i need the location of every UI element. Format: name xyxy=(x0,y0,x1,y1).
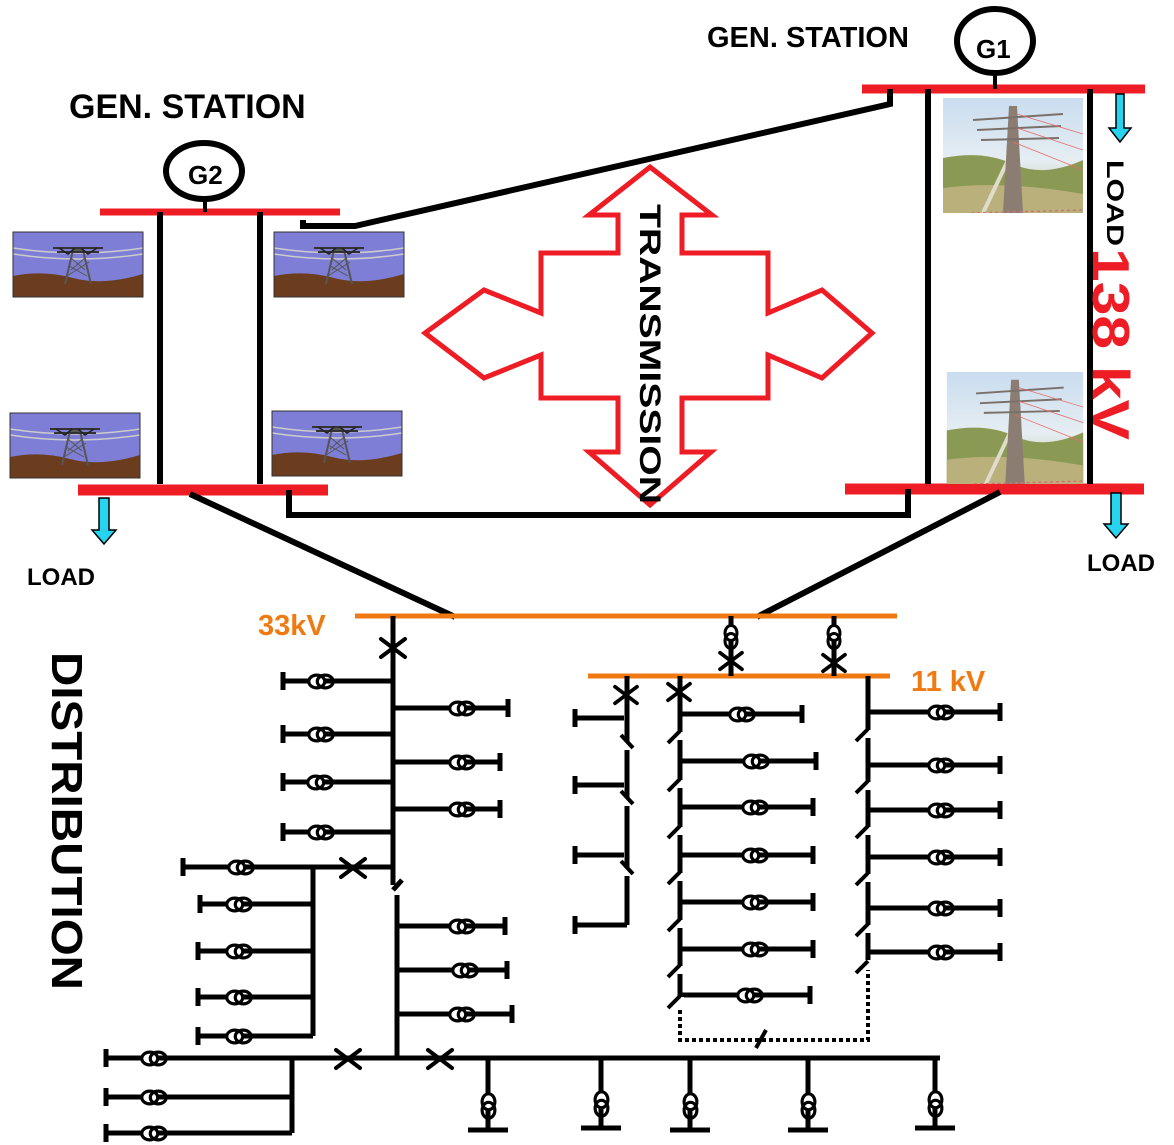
gen-station-left-label: GEN. STATION xyxy=(69,88,306,126)
bottom-drops xyxy=(468,1058,955,1133)
distribution-label: DISTRIBUTION xyxy=(42,652,91,990)
tower-picture-tl xyxy=(13,232,143,297)
feeder-left-to-33kv xyxy=(188,491,457,620)
load-left-label: LOAD xyxy=(27,564,95,591)
voltage-33kv-label: 33kV xyxy=(258,610,326,642)
laterals-33kv-left xyxy=(280,672,393,841)
laterals-33kv-right xyxy=(393,699,511,818)
generator-g1-icon xyxy=(954,6,1036,76)
transmission-cross-arrow-icon xyxy=(420,163,876,509)
tower-picture-bl-frame xyxy=(9,412,141,479)
tower-picture-br xyxy=(272,411,402,476)
voltage-138-label: 138 kV xyxy=(1081,248,1139,440)
voltage-11kv-label: 11 kV xyxy=(911,666,986,698)
tie-line-top xyxy=(300,89,893,229)
tower-picture-bl xyxy=(10,413,140,478)
tie-normally-open xyxy=(678,962,870,1042)
transmission-lines xyxy=(188,89,1002,620)
pole-picture-top xyxy=(943,98,1083,213)
load-right-bottom-label: LOAD xyxy=(1087,550,1155,577)
load-arrow-left-icon xyxy=(90,497,118,546)
tie-switch-icon xyxy=(754,1029,768,1049)
tower-picture-br-frame xyxy=(271,410,403,477)
transmission-label: TRANSMISSION xyxy=(633,204,666,504)
feeder-right-to-33kv xyxy=(755,489,1002,620)
tower-picture-tl-frame xyxy=(12,231,144,298)
load-arrow-right-top-icon xyxy=(1107,93,1133,144)
distribution-transformers xyxy=(140,673,955,1142)
generator-g2-icon xyxy=(163,140,245,202)
load-arrow-right-bottom-icon xyxy=(1102,492,1130,540)
load-right-vertical-label: LOAD xyxy=(1101,160,1128,246)
sectionalizing-switches xyxy=(619,727,872,1010)
generator-g1-label: G1 xyxy=(976,34,1011,64)
tie-line-bottom xyxy=(286,489,911,518)
pole-picture-bottom xyxy=(946,372,1084,484)
tower-picture-tr xyxy=(274,232,404,297)
tower-picture-tr-frame xyxy=(273,231,405,298)
generator-g2-label: G2 xyxy=(188,160,223,190)
station-g1: G1 xyxy=(845,6,1145,540)
gen-station-right-label: GEN. STATION xyxy=(707,22,909,54)
station-g2: G2 xyxy=(9,140,405,546)
